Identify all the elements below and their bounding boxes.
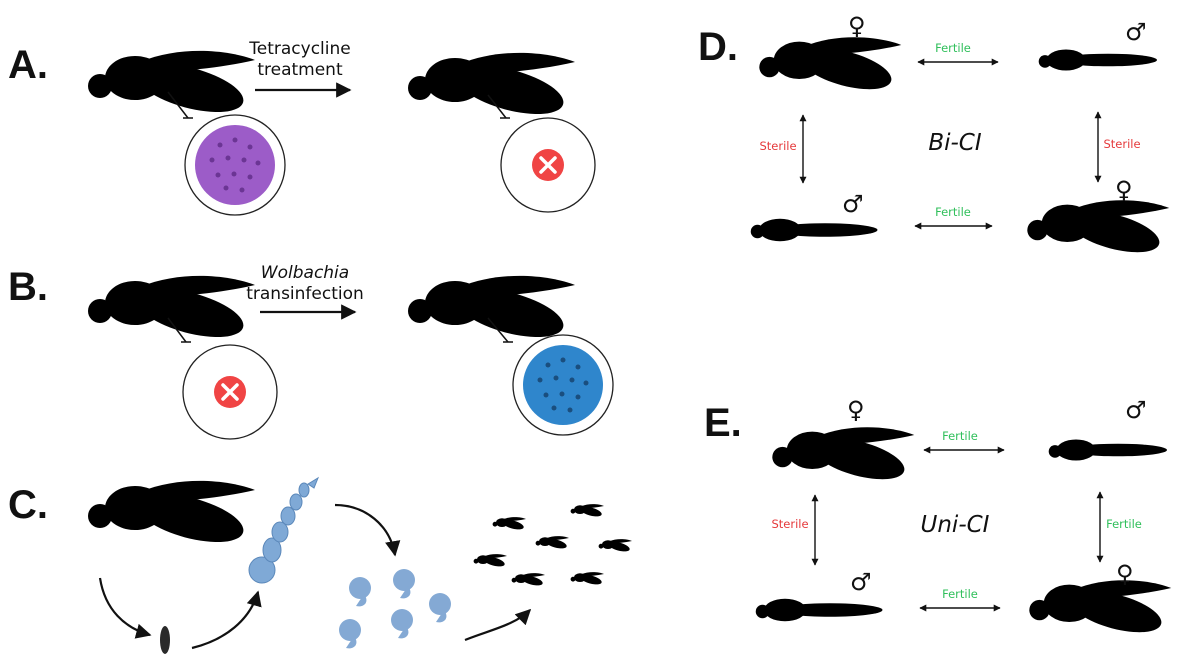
panel-e-center-label: Uni-CI xyxy=(921,512,990,538)
mosquito-icon xyxy=(744,371,953,525)
cell-icon xyxy=(184,114,286,216)
panel-d-sex-top-right: ♂ xyxy=(1125,18,1147,46)
no-wolbachia-icon xyxy=(500,117,596,213)
panel-b-step-line2: transinfection xyxy=(246,284,364,304)
panel-e-left-label: Sterile xyxy=(771,517,808,531)
mosquito-icon xyxy=(723,218,915,275)
lifecycle-arrow xyxy=(98,577,152,639)
panel-c-label: C. xyxy=(8,483,48,527)
panel-d-left-label: Sterile xyxy=(759,139,796,153)
panel-e-sex-top-left: ♀ xyxy=(847,396,865,424)
panel-d-top-label: Fertile xyxy=(935,41,971,55)
no-wolbachia-icon xyxy=(182,344,278,440)
panel-a-label: A. xyxy=(8,43,48,87)
panel-e-sex-bottom-right: ♀ xyxy=(1116,560,1134,588)
panel-e-sex-bottom-left: ♂ xyxy=(850,568,872,596)
panel-b-label: B. xyxy=(8,265,48,309)
panel-e-sex-top-right: ♂ xyxy=(1125,396,1147,424)
panel-e-label: E. xyxy=(704,401,742,445)
panel-e-bottom-label: Fertile xyxy=(942,587,978,601)
panel-e-top-label: Fertile xyxy=(942,429,978,443)
egg-icon xyxy=(160,626,170,654)
larva-icon xyxy=(248,476,320,584)
panel-d-sex-bottom-right: ♀ xyxy=(1115,176,1133,204)
panel-d-center-label: Bi-CI xyxy=(928,130,982,156)
panel-b-step-line1: Wolbachia xyxy=(261,263,349,283)
lifecycle-arrow xyxy=(334,503,401,557)
panel-d-bottom-label: Fertile xyxy=(935,205,971,219)
cell-icon xyxy=(512,334,614,436)
panel-d-sex-bottom-left: ♂ xyxy=(842,190,864,218)
mosquito-icon xyxy=(999,144,1200,298)
panel-d-label: D. xyxy=(698,25,738,69)
lifecycle-arrow xyxy=(464,608,532,642)
pupa-icon xyxy=(339,569,451,649)
panel-d-sex-top-left: ♀ xyxy=(848,12,866,40)
panel-e-right-label: Fertile xyxy=(1106,517,1142,531)
mosquito-icon xyxy=(728,598,920,655)
mosquito-swarm xyxy=(467,491,641,596)
mosquito-icon xyxy=(1023,439,1200,492)
lifecycle-arrow xyxy=(191,590,262,650)
panel-a-step-line1: Tetracycline xyxy=(248,39,350,59)
panel-a-step-line2: treatment xyxy=(257,60,343,80)
mosquito-icon xyxy=(1013,49,1192,102)
panel-d-right-label: Sterile xyxy=(1103,137,1140,151)
mosquito-icon xyxy=(731,0,940,135)
